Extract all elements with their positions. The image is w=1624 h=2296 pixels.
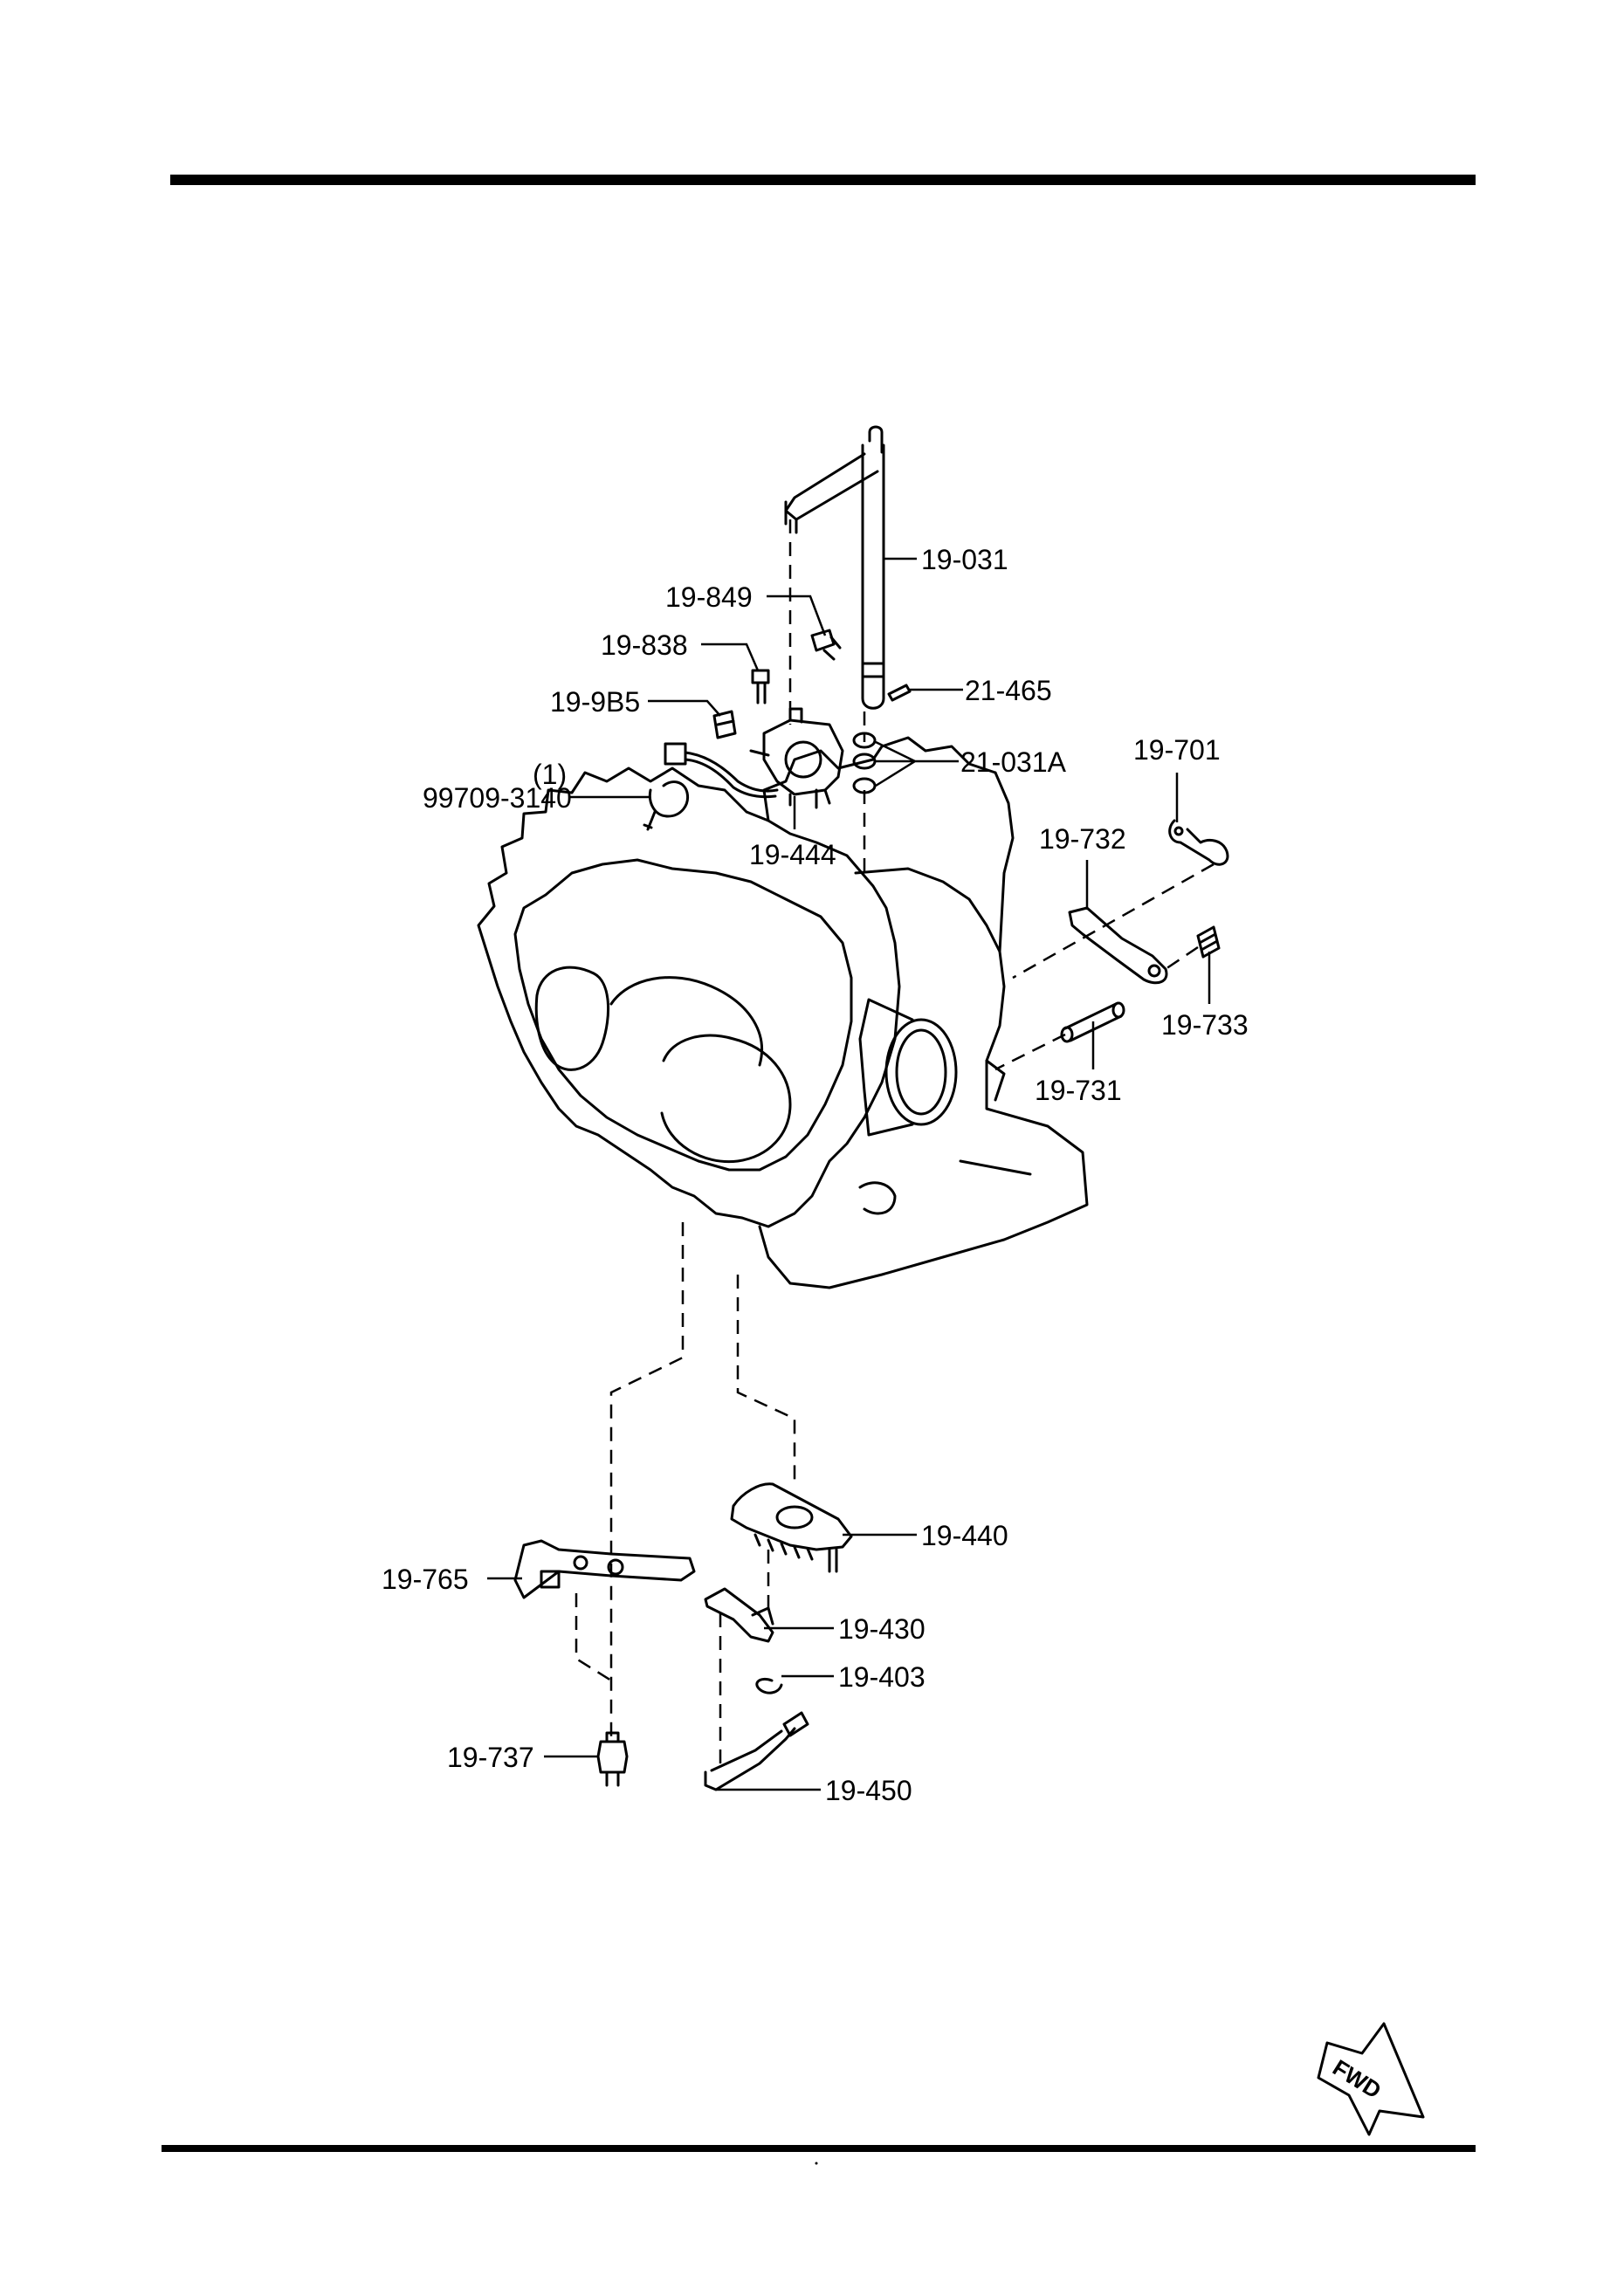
part-label-19-9B5: 19-9B5 xyxy=(550,686,640,718)
part-label-19-765: 19-765 xyxy=(382,1564,469,1595)
clip-19-9B5 xyxy=(712,710,737,739)
bracket-19-430 xyxy=(704,1587,774,1643)
bottom-rule xyxy=(162,2145,1476,2152)
part-label-19-731: 19-731 xyxy=(1035,1075,1122,1106)
part-label-99709-3140: 99709-3140 xyxy=(423,782,572,814)
part-label-19-430: 19-430 xyxy=(838,1613,926,1645)
bolt-19-849 xyxy=(810,629,842,661)
installation-guide-lines xyxy=(575,519,1215,1772)
part-label-19-732: 19-732 xyxy=(1039,823,1126,855)
transmission-case xyxy=(477,736,1089,1289)
clip-19-403 xyxy=(755,1677,783,1695)
part-label-21-465: 21-465 xyxy=(965,675,1052,706)
pin-19-731 xyxy=(1060,1001,1125,1043)
part-label-99709-qty: (1) xyxy=(533,759,567,790)
lever-19-765 xyxy=(513,1539,696,1599)
part-label-19-838: 19-838 xyxy=(601,629,688,661)
scan-speck xyxy=(815,2162,818,2165)
detent-plate-19-440 xyxy=(730,1482,853,1573)
part-label-19-444: 19-444 xyxy=(749,839,836,870)
part-label-19-737: 19-737 xyxy=(447,1742,534,1773)
clamp-99709-3140 xyxy=(643,780,690,831)
part-label-19-733: 19-733 xyxy=(1161,1009,1249,1041)
spring-19-733 xyxy=(1196,925,1221,959)
leader-lines xyxy=(487,557,1211,1791)
rod-19-450 xyxy=(704,1711,809,1791)
lever-19-732 xyxy=(1068,906,1168,985)
top-rule xyxy=(170,175,1476,185)
part-label-19-440: 19-440 xyxy=(921,1520,1008,1551)
switch-19-444 xyxy=(749,707,844,809)
part-label-19-403: 19-403 xyxy=(838,1661,926,1693)
part-label-19-849: 19-849 xyxy=(665,581,753,613)
bolt-19-838 xyxy=(751,669,770,705)
link-19-701 xyxy=(1168,819,1229,866)
fwd-arrow-icon: FWD xyxy=(1317,2022,1425,2136)
part-label-21-031A: 21-031A xyxy=(960,746,1067,778)
part-label-19-701: 19-701 xyxy=(1133,734,1221,766)
part-labels: 19-031 19-849 19-838 21-465 19-9B5 21-03… xyxy=(382,544,1249,1806)
part-label-19-450: 19-450 xyxy=(825,1775,912,1806)
connector-harness xyxy=(664,742,779,799)
part-label-19-031: 19-031 xyxy=(921,544,1008,575)
pin-21-465 xyxy=(887,684,912,702)
shift-shaft xyxy=(784,425,885,710)
bolt-19-737 xyxy=(596,1731,629,1787)
